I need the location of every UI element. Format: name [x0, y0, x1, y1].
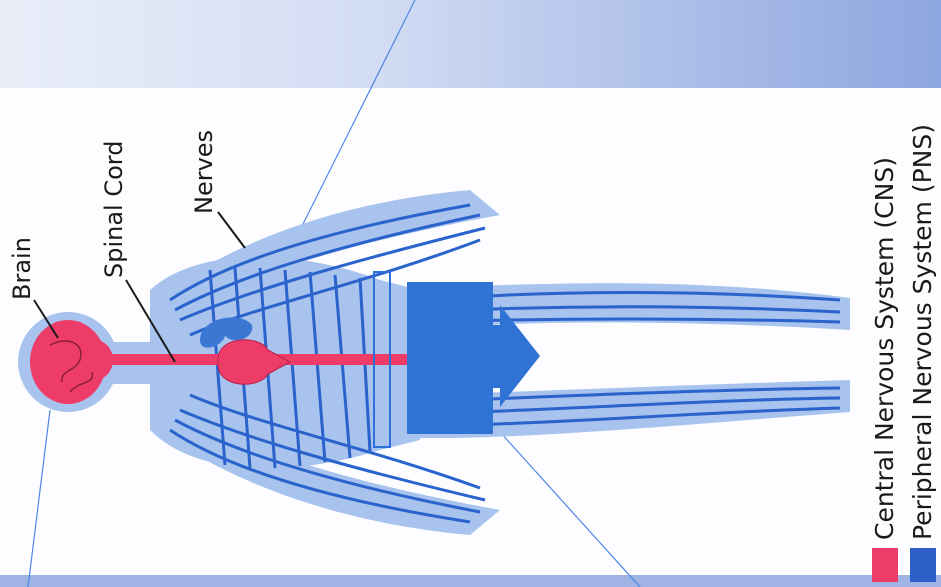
spinal-cord-label: Spinal Cord: [100, 141, 128, 278]
annotation-line-left: [28, 410, 50, 587]
pns-legend-label: Peripheral Nervous System (PNS): [908, 124, 937, 540]
pns-legend-swatch: [910, 548, 936, 582]
cns-legend-label: Central Nervous System (CNS): [870, 157, 899, 540]
pelvis-highlight-block: [407, 282, 493, 434]
brain-label: Brain: [8, 237, 36, 300]
cns-legend-swatch: [872, 548, 898, 582]
annotation-line-bottom: [500, 432, 640, 587]
nerves-label: Nerves: [190, 130, 218, 214]
